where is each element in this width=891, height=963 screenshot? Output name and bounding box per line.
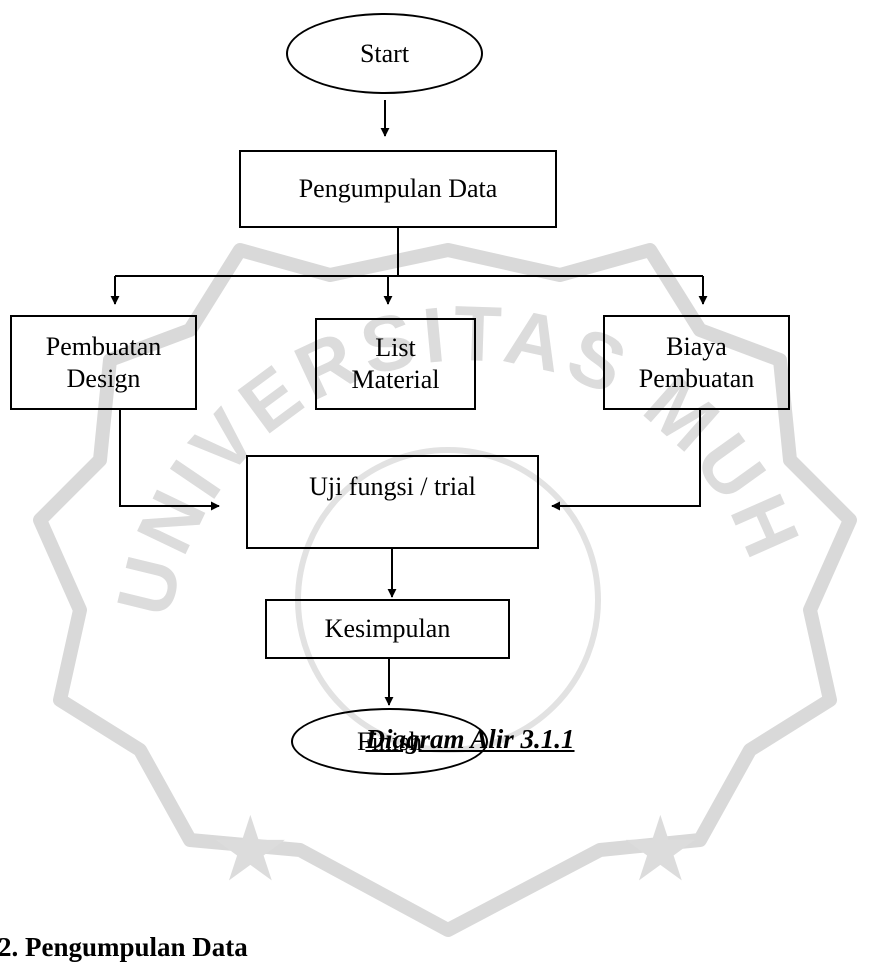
node-uji-fungsi-label: Uji fungsi / trial <box>309 472 476 501</box>
diagram-caption: Diagram Alir 3.1.1 <box>365 724 575 754</box>
node-start: Start <box>286 13 483 94</box>
seal-outline <box>33 243 857 937</box>
node-pembuatan-design: Pembuatan Design <box>10 315 197 410</box>
node-pengumpulan-data: Pengumpulan Data <box>239 150 557 228</box>
edge-design-to-uji <box>119 410 220 511</box>
edge-biaya-to-uji <box>551 410 701 511</box>
node-list-material: List Material <box>315 318 476 410</box>
node-pembuatan-design-label: Pembuatan Design <box>45 331 162 393</box>
node-kesimpulan-label: Kesimpulan <box>324 614 451 643</box>
seal-star-right-icon: ★ <box>620 797 701 902</box>
section-heading: 2. Pengumpulan Data <box>0 932 248 962</box>
node-finish-label: Finish <box>356 726 423 756</box>
node-biaya-pembuatan-label: Biaya Pembuatan <box>638 331 755 393</box>
node-kesimpulan: Kesimpulan <box>265 599 510 659</box>
node-list-material-label: List Material <box>351 333 440 394</box>
node-finish: Finish <box>291 708 488 775</box>
node-biaya-pembuatan: Biaya Pembuatan <box>603 315 790 410</box>
seal-star-left-icon: ★ <box>210 797 291 902</box>
node-start-label: Start <box>359 38 410 68</box>
node-pengumpulan-data-label: Pengumpulan Data <box>298 174 498 203</box>
node-uji-fungsi: Uji fungsi / trial <box>246 455 539 549</box>
